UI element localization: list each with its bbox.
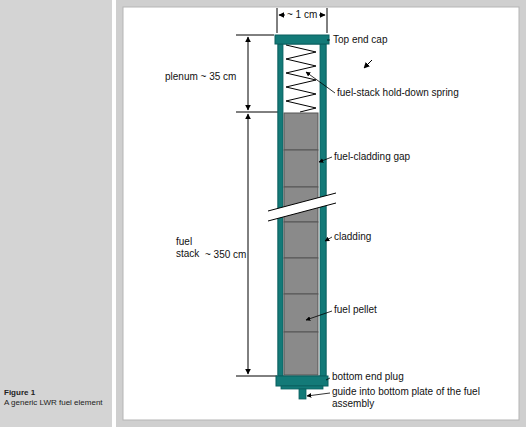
figure-caption: A generic LWR fuel element bbox=[4, 398, 104, 408]
dimension-label: ~ 1 cm bbox=[285, 9, 319, 21]
part-label: fuel pellet bbox=[334, 304, 377, 316]
panel bbox=[123, 7, 519, 420]
dimension-label: fuel stack bbox=[176, 236, 206, 260]
part-label: bottom end plug bbox=[332, 371, 404, 383]
part-label: Top end cap bbox=[333, 34, 388, 46]
dimension-label: plenum ~ 35 cm bbox=[165, 71, 236, 83]
sidebar bbox=[0, 0, 112, 427]
figure-number: Figure 1 bbox=[4, 388, 35, 398]
part-label: fuel-stack hold-down spring bbox=[337, 87, 459, 99]
frame bbox=[116, 0, 526, 427]
part-label: cladding bbox=[334, 231, 371, 243]
part-label: fuel-cladding gap bbox=[334, 151, 410, 163]
part-label: guide into bottom plate of the fuel asse… bbox=[332, 386, 492, 410]
dimension-label: ~ 350 cm bbox=[205, 249, 246, 261]
